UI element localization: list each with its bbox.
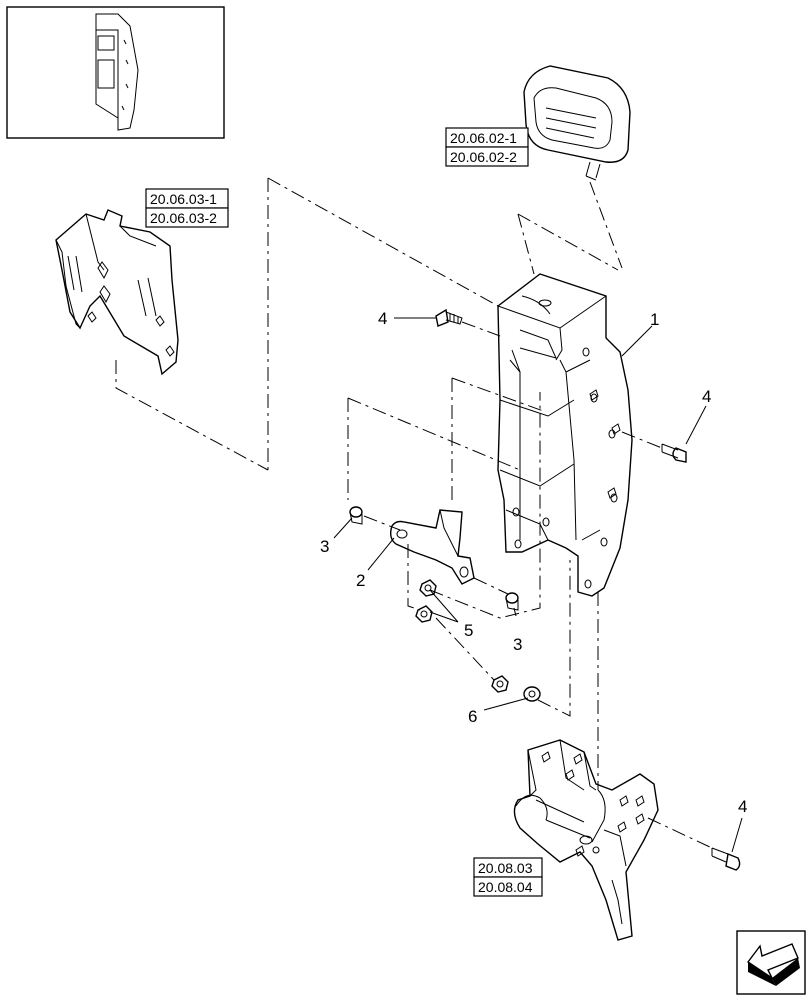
ref-lamp-bottom[interactable]: 20.06.02-2: [450, 149, 517, 165]
assembly-lines: [115, 177, 713, 849]
callout-4-right: 4: [702, 387, 711, 406]
ref-mount-bottom[interactable]: 20.08.04: [478, 879, 533, 895]
callout-5: 5: [464, 621, 473, 640]
callout-3-right: 3: [513, 635, 522, 654]
nut-lower: [491, 675, 509, 693]
ref-bracket-bottom[interactable]: 20.06.03-2: [150, 210, 217, 226]
callout-6: 6: [468, 707, 477, 726]
lower-mount: [513, 739, 659, 941]
previous-page-arrow-icon[interactable]: [736, 930, 806, 995]
spacer-left: [349, 506, 363, 525]
overview-thumbnail-icon[interactable]: [6, 6, 225, 139]
callout-1: 1: [650, 310, 659, 329]
ref-lamp[interactable]: 20.06.02-1 20.06.02-2: [445, 127, 529, 167]
ref-bracket-top[interactable]: 20.06.03-1: [150, 191, 217, 207]
mounting-bracket-left: [55, 209, 179, 376]
ref-bracket[interactable]: 20.06.03-1 20.06.03-2: [145, 188, 229, 228]
adjustment-plate: [389, 509, 475, 585]
nut-middle: [415, 605, 433, 623]
bolt-right: [661, 443, 687, 463]
leader-lines: [333, 317, 743, 853]
bolt-lower: [711, 847, 741, 871]
bolt-upper: [435, 308, 463, 327]
washer: [523, 686, 541, 702]
callout-3-left: 3: [320, 537, 329, 556]
callout-4-lower: 4: [738, 797, 747, 816]
main-lamp-bracket: [497, 273, 633, 597]
ref-lamp-top[interactable]: 20.06.02-1: [450, 130, 517, 146]
ref-mount[interactable]: 20.08.03 20.08.04: [473, 857, 543, 897]
callout-2: 2: [356, 571, 365, 590]
callout-4-upper: 4: [378, 309, 387, 328]
ref-mount-top[interactable]: 20.08.03: [478, 860, 533, 876]
work-lamp: [523, 65, 631, 181]
spacer-right: [505, 592, 519, 611]
